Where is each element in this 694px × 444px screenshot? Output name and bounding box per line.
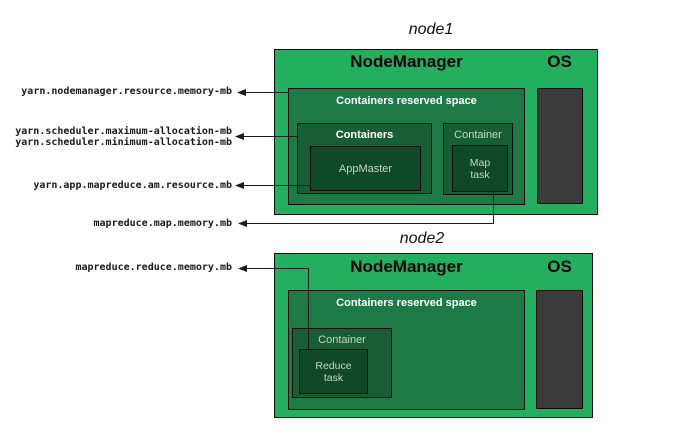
config-label-scheduler-allocation: yarn.scheduler.maximum-allocation-mb yar… [15, 126, 232, 148]
node1-appmaster-label: AppMaster [338, 162, 393, 175]
node1-container-label: Container [454, 129, 502, 141]
node2-reduce-task-label: Reduce task [315, 359, 352, 384]
node1-containers-label: Containers [335, 129, 394, 141]
node2-title: node2 [399, 230, 445, 247]
node1-map-task-box: Map task [452, 145, 508, 192]
arrowhead-reduce-memory [238, 265, 247, 272]
node2-container-label: Container [318, 334, 366, 346]
node2-os-box [536, 290, 583, 409]
config-label-reduce-memory: mapreduce.reduce.memory.mb [75, 262, 232, 273]
config-label-map-memory: mapreduce.map.memory.mb [93, 218, 232, 229]
node1-os-box [537, 88, 583, 204]
config-label-nodemanager-memory: yarn.nodemanager.resource.memory-mb [21, 86, 232, 97]
arrowhead-scheduler-allocation [235, 133, 244, 140]
arrowhead-am-resource [235, 182, 244, 189]
node1-os-label: OS [547, 52, 572, 71]
arrowhead-nodemanager-memory [237, 89, 246, 96]
config-label-am-resource: yarn.app.mapreduce.am.resource.mb [33, 180, 232, 191]
node2-reserved-space-label: Containers reserved space [336, 297, 477, 309]
node1-appmaster-box: AppMaster [310, 146, 421, 191]
node2-nodemanager-label: NodeManager [350, 257, 463, 276]
node1-nodemanager-label: NodeManager [350, 52, 463, 71]
node2-reduce-task-box: Reduce task [299, 349, 368, 394]
node2-os-label: OS [547, 257, 572, 276]
arrowhead-map-memory [238, 220, 247, 227]
node1-map-task-label: Map task [469, 156, 491, 181]
node1-title: node1 [408, 21, 454, 38]
node1-reserved-space-label: Containers reserved space [336, 95, 477, 107]
